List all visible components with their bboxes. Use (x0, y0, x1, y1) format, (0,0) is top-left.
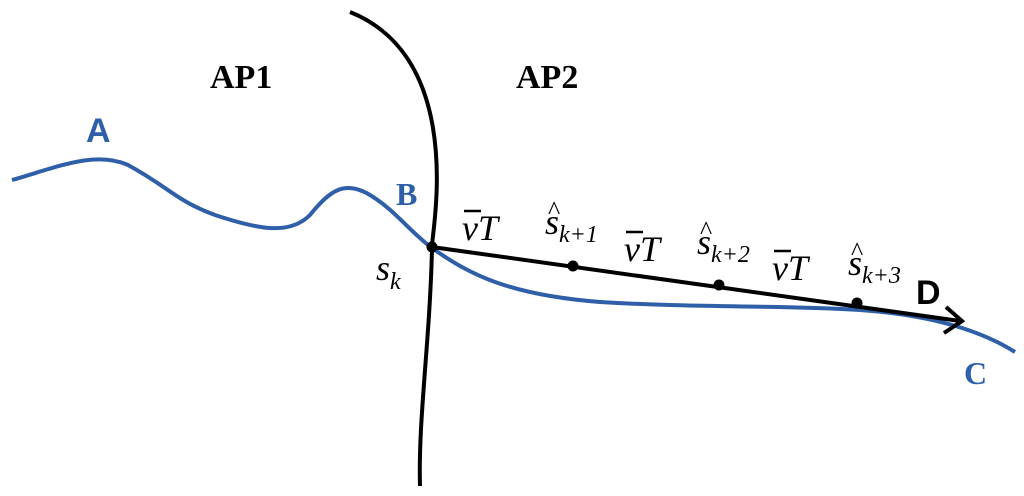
point-label-a: A (86, 112, 111, 150)
svg-text:^: ^ (548, 196, 560, 225)
svg-text:vT: vT (462, 208, 501, 248)
point-label-d: D (916, 274, 941, 312)
label-vt-2: vT (624, 229, 663, 269)
point-s-hat-k3 (851, 297, 863, 309)
label-s-hat-k2: ^ sk+2 (697, 216, 750, 268)
svg-text:sk+2: sk+2 (697, 222, 750, 268)
point-label-b: B (396, 176, 417, 212)
svg-text:vT: vT (624, 229, 663, 269)
point-s-hat-k1 (567, 260, 579, 272)
label-s-k: sk (376, 248, 401, 295)
region-label-ap2: AP2 (516, 59, 578, 96)
svg-text:^: ^ (851, 237, 863, 266)
label-vt-3: vT (772, 248, 811, 288)
svg-text:sk+3: sk+3 (848, 243, 901, 289)
label-vt-1: vT (462, 208, 501, 248)
point-label-c: C (964, 355, 987, 391)
point-s-k (426, 241, 438, 253)
label-s-hat-k1: ^ sk+1 (545, 196, 598, 248)
label-s-hat-k3: ^ sk+3 (848, 237, 901, 289)
predicted-path-line (431, 245, 961, 323)
actual-trajectory-curve (11, 157, 1017, 354)
svg-text:^: ^ (700, 216, 712, 245)
svg-text:sk+1: sk+1 (545, 202, 598, 248)
predicted-path-arrowhead (942, 305, 966, 335)
region-label-ap1: AP1 (210, 59, 272, 96)
point-s-hat-k2 (713, 279, 725, 291)
cell-boundary-curve (349, 10, 439, 487)
svg-text:vT: vT (772, 248, 811, 288)
